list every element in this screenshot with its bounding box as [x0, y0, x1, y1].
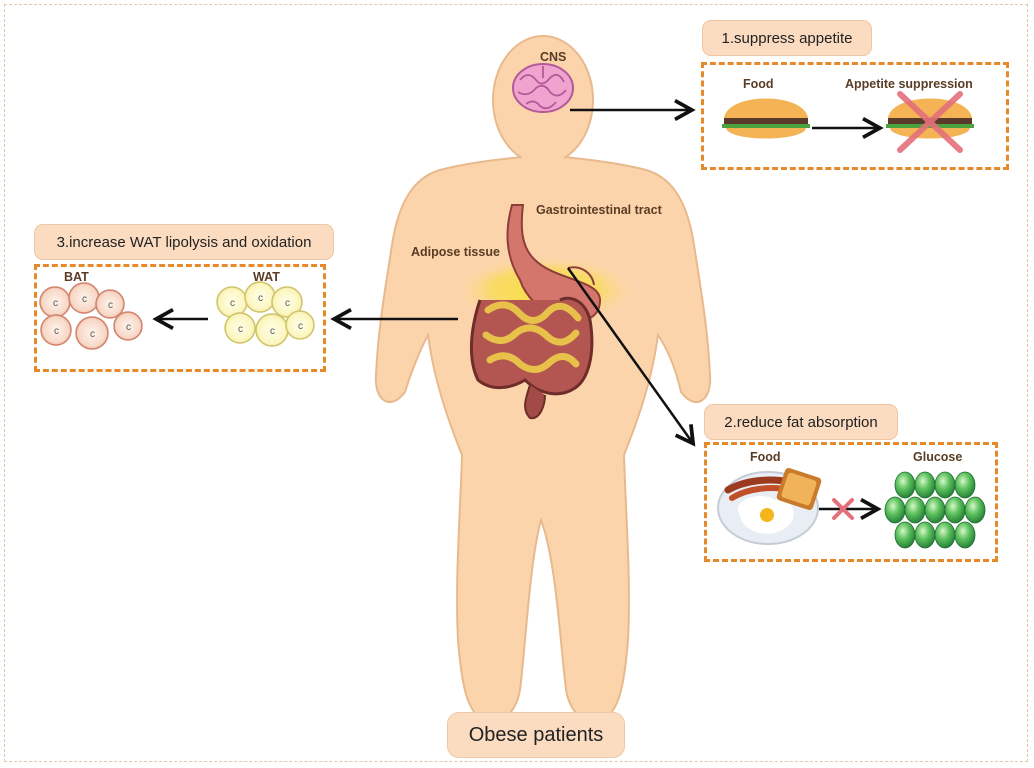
fat-cell-icon [224, 312, 256, 344]
fat-cell-icon [40, 314, 72, 346]
brain-icon [512, 63, 574, 113]
cns-label: CNS [540, 50, 567, 64]
wat-lipolysis-box [34, 264, 326, 372]
wat-cells: c c c c c c [216, 281, 315, 347]
glucose-molecule [964, 496, 986, 524]
glucose-molecule [954, 521, 976, 549]
effect-label-fat-absorption: 2.reduce fat absorption [704, 404, 898, 440]
cell-nucleus: c [82, 294, 87, 305]
fat-cell-icon [75, 316, 109, 350]
fat-absorption-box [704, 442, 998, 562]
appetite-food-label: Food [743, 77, 774, 91]
cell-nucleus: c [238, 324, 243, 335]
wat-label: WAT [253, 270, 280, 284]
cell-nucleus: c [126, 322, 131, 333]
bat-label: BAT [64, 270, 89, 284]
gi-tract-label: Gastrointestinal tract [536, 203, 662, 217]
cell-nucleus: c [53, 298, 58, 309]
burger-icon [722, 98, 810, 139]
cell-nucleus: c [90, 329, 95, 340]
cross-icon [897, 91, 963, 153]
adipose-label: Adipose tissue [411, 245, 500, 259]
fat-cell-icon [113, 311, 143, 341]
bat-cells: c c c c c c [39, 282, 143, 350]
fat-cell-icon [95, 289, 125, 319]
glucose-cluster-icon [884, 471, 986, 549]
outer-frame [4, 4, 1028, 762]
absorption-food-label: Food [750, 450, 781, 464]
cell-nucleus: c [285, 298, 290, 309]
cell-nucleus: c [298, 321, 303, 332]
fat-cell-icon [271, 286, 303, 318]
cell-nucleus: c [54, 326, 59, 337]
arrows [158, 110, 878, 509]
glucose-molecule [954, 471, 976, 499]
cross-icon [832, 498, 854, 520]
glucose-label: Glucose [913, 450, 963, 464]
cell-nucleus: c [270, 326, 275, 337]
intestine-icon [470, 296, 594, 420]
effect-label-appetite: 1.suppress appetite [702, 20, 872, 56]
fat-cell-icon [285, 310, 315, 340]
effect-label-wat: 3.increase WAT lipolysis and oxidation [34, 224, 334, 260]
cell-nucleus: c [258, 293, 263, 304]
appetite-suppression-label: Appetite suppression [845, 77, 973, 91]
breakfast-plate-icon [717, 468, 822, 545]
page-title: Obese patients [447, 712, 625, 758]
appetite-box [701, 62, 1009, 170]
cell-nucleus: c [230, 298, 235, 309]
cell-nucleus: c [108, 300, 113, 311]
